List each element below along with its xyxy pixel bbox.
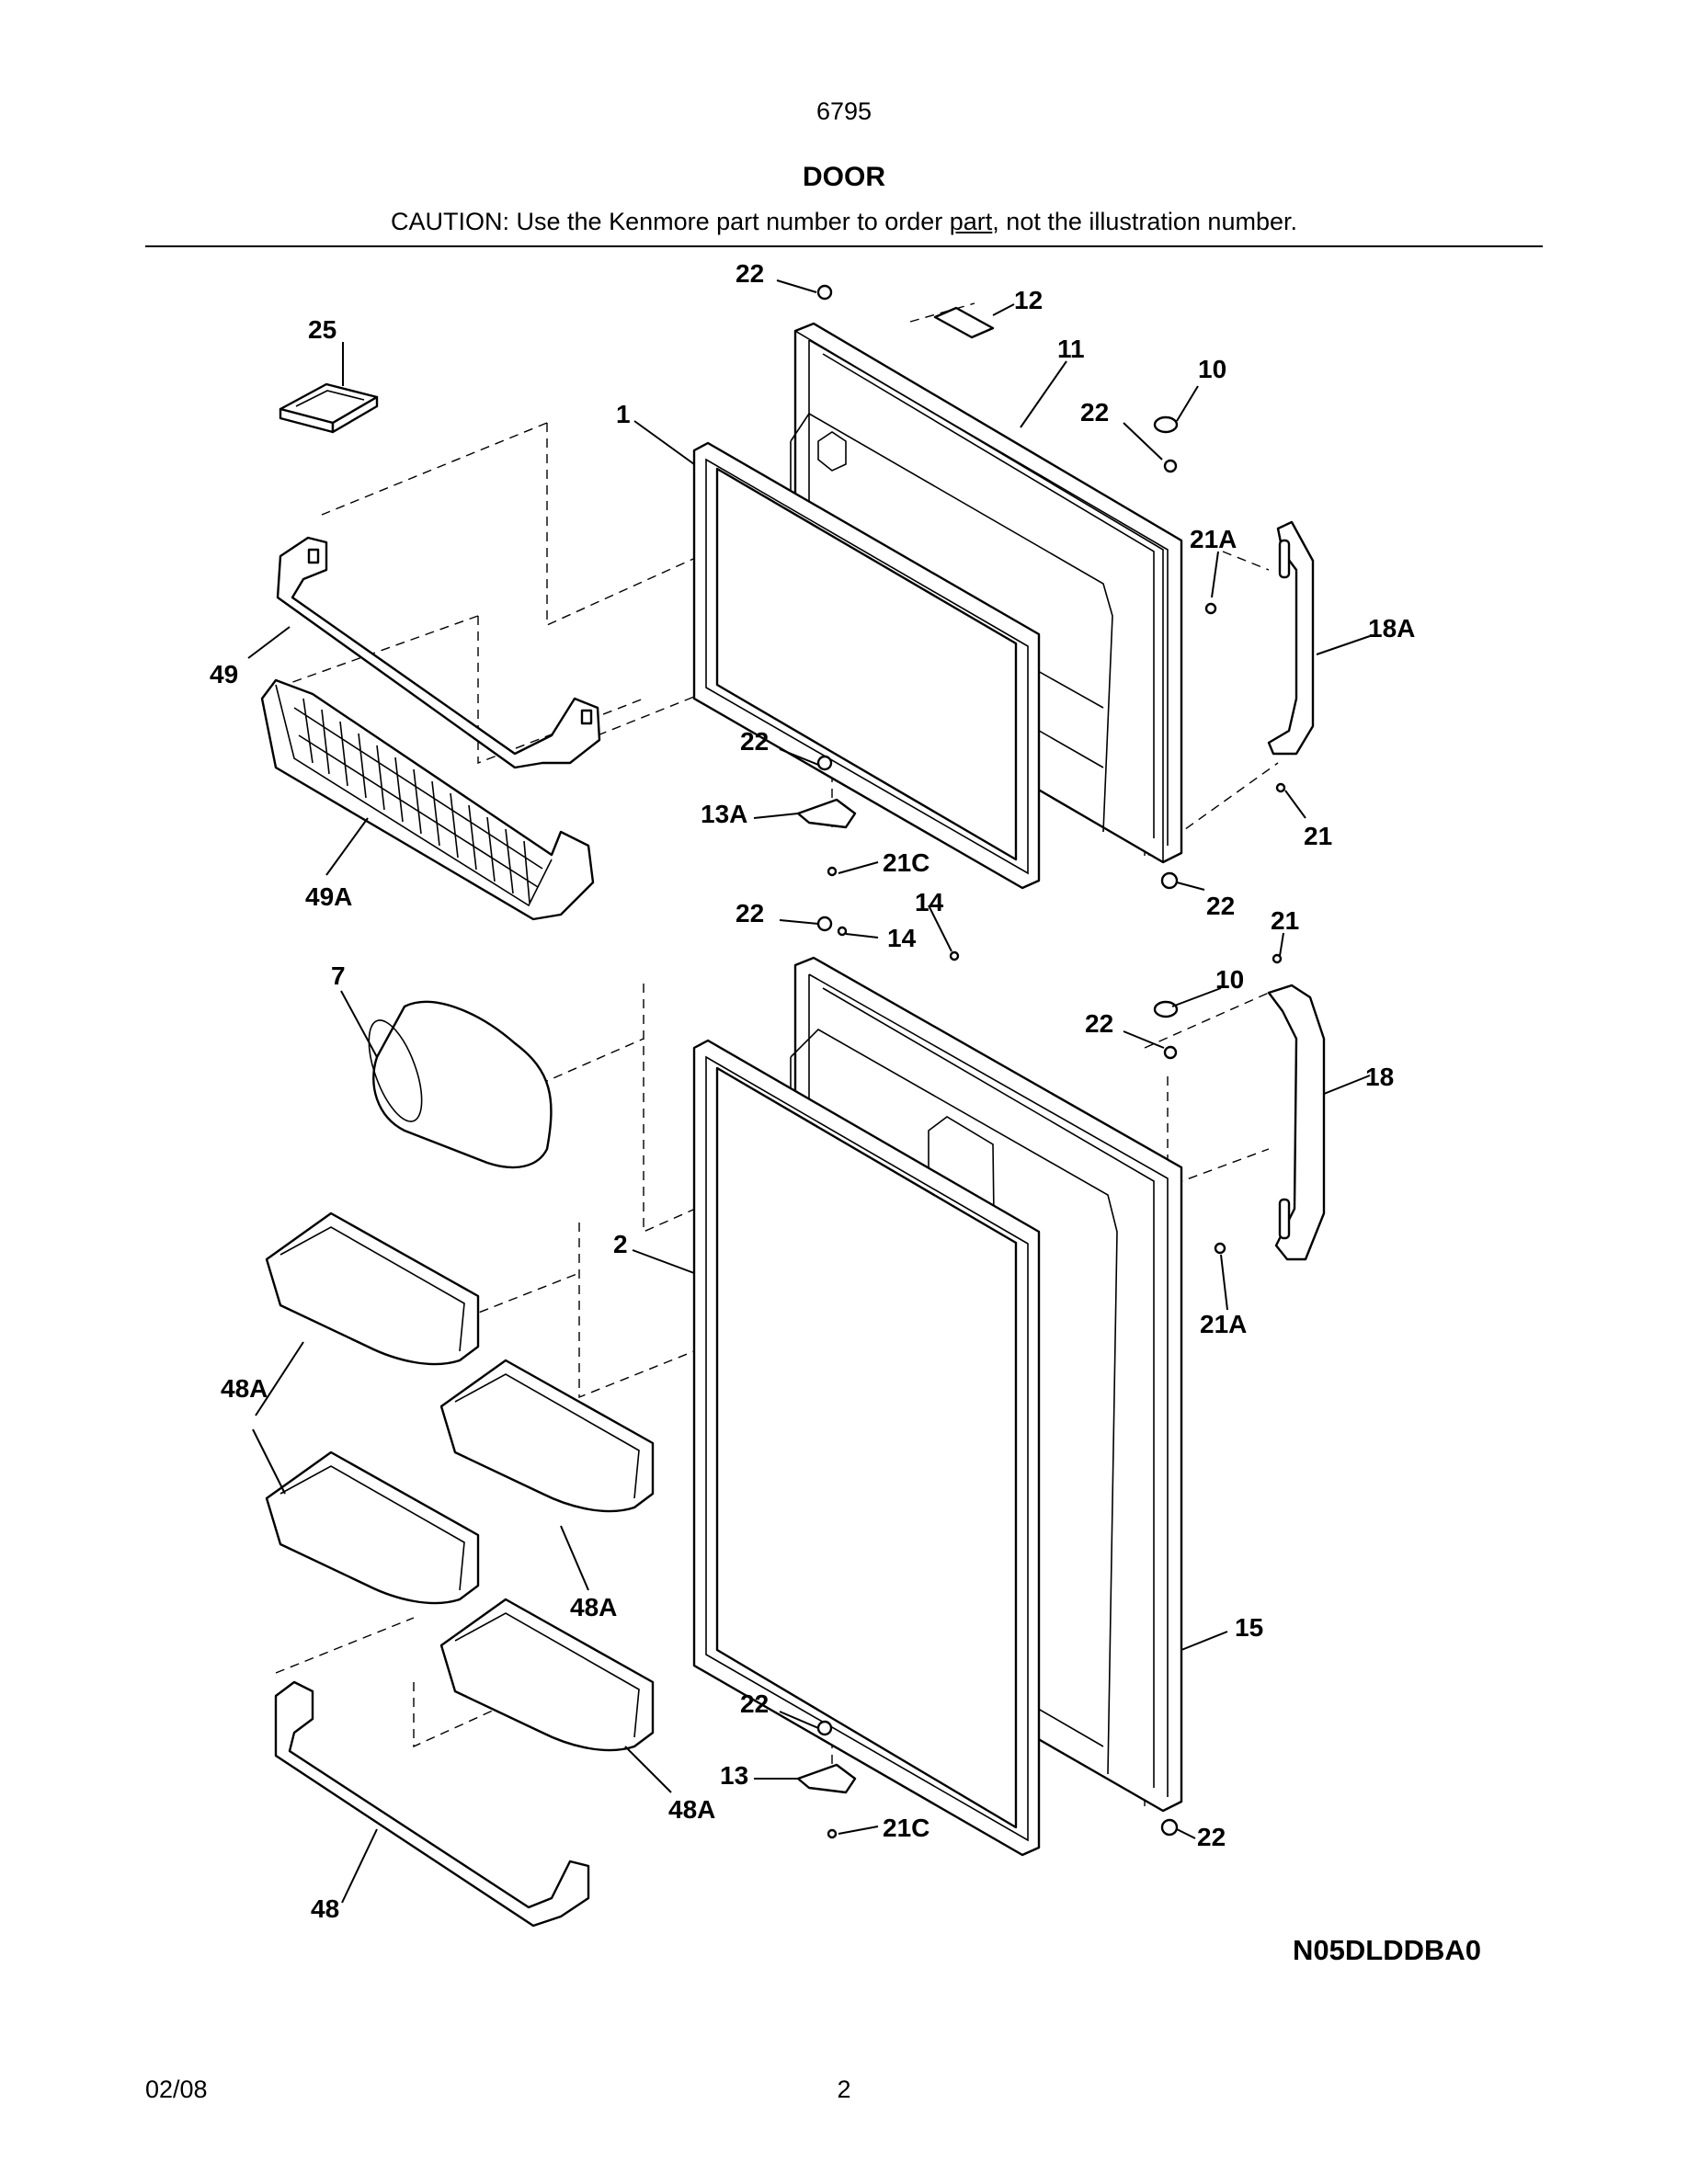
part-22-screw-lower-top (816, 916, 833, 932)
part-7-canister (368, 1000, 553, 1169)
part-21c-screw-lower (827, 1828, 838, 1839)
part-22-screw-top (816, 284, 833, 301)
part-10-plug-lower (1153, 1000, 1179, 1018)
part-25-tray (279, 382, 379, 434)
callout-22: 22 (1206, 892, 1236, 920)
callout-7: 7 (331, 961, 346, 990)
callout-48a: 48A (668, 1795, 716, 1824)
part-10-plug-upper (1153, 415, 1179, 434)
callout-49a: 49A (305, 882, 353, 911)
part-22-bushing-upper (1160, 871, 1179, 890)
callout-22: 22 (740, 1689, 770, 1718)
callout-14: 14 (887, 924, 917, 952)
page-title: DOOR (803, 162, 885, 192)
callout-22: 22 (736, 259, 765, 288)
callout-18: 18 (1365, 1063, 1395, 1091)
part-22-screw-lower-right (1163, 1045, 1178, 1060)
part-21a-pin-lower (1214, 1242, 1226, 1255)
callout-48a: 48A (221, 1374, 268, 1403)
part-13-hinge (796, 1763, 857, 1794)
callout-2: 2 (613, 1230, 628, 1258)
part-22-screw-upper-hinge (816, 755, 833, 771)
part-49a-basket (260, 678, 595, 921)
page-number: 2 (837, 2076, 851, 2103)
callout-21: 21 (1271, 906, 1300, 935)
part-2-lower-gasket (692, 1039, 1041, 1857)
caution-text-underlined: part (949, 208, 993, 235)
callout-10: 10 (1215, 965, 1245, 994)
diagram-code: N05DLDDBA0 (1293, 1934, 1481, 1966)
part-22-screw-upper-right (1163, 459, 1178, 473)
part-13a-hinge (796, 798, 857, 829)
part-14-screw-b (949, 950, 960, 961)
callout-1: 1 (616, 400, 631, 428)
callout-21a: 21A (1200, 1310, 1248, 1338)
callout-14: 14 (915, 888, 944, 916)
callout-15: 15 (1235, 1613, 1264, 1642)
callout-13: 13 (720, 1761, 749, 1790)
callout-48: 48 (311, 1894, 340, 1923)
part-22-bushing-lower (1160, 1818, 1179, 1837)
part-12-label (933, 306, 995, 339)
part-48a-bin-middle (439, 1359, 655, 1513)
callout-21c: 21C (883, 1814, 930, 1842)
basket-wires (302, 698, 530, 904)
caution-text-start: CAUTION: Use the Kenmore part number to … (391, 208, 950, 235)
callout-22: 22 (1080, 398, 1110, 427)
part-48a-bin-lower-right (439, 1598, 655, 1752)
part-18a-handle (1267, 520, 1315, 756)
callout-22: 22 (1197, 1823, 1226, 1851)
callout-22: 22 (1085, 1009, 1114, 1038)
part-14-screw-a (837, 926, 848, 937)
callout-10: 10 (1198, 355, 1227, 383)
callout-21c: 21C (883, 848, 930, 877)
callout-48a: 48A (570, 1593, 618, 1621)
callout-11: 11 (1057, 335, 1085, 363)
part-48-bin (274, 1680, 590, 1928)
part-21c-screw-upper (827, 866, 838, 877)
part-21a-pin-upper (1204, 602, 1217, 615)
callout-21a: 21A (1190, 525, 1237, 553)
part-1-upper-gasket (692, 441, 1041, 890)
callout-22: 22 (736, 899, 765, 927)
callout-22: 22 (740, 727, 770, 756)
callout-12: 12 (1014, 286, 1044, 314)
callout-18a: 18A (1368, 614, 1416, 643)
caution-text-end: , not the illustration number. (992, 208, 1297, 235)
header-divider (145, 245, 1543, 247)
part-48a-bin-lower-left (265, 1450, 480, 1605)
hinge-parts (796, 284, 1286, 1839)
part-21-screw-lower (1272, 953, 1283, 964)
part-18-handle (1267, 984, 1326, 1261)
callout-leaders (247, 279, 1371, 1904)
part-49-rail (276, 536, 601, 769)
part-22-screw-lower-hinge (816, 1720, 833, 1736)
part-48a-bin-upper-left (265, 1211, 480, 1366)
part-21-screw-upper (1275, 782, 1286, 793)
footer-date: 02/08 (145, 2076, 208, 2103)
callout-21: 21 (1304, 822, 1333, 850)
callout-25: 25 (308, 315, 337, 344)
callout-49: 49 (210, 660, 239, 688)
model-number: 6795 (815, 97, 873, 125)
caution-note: CAUTION: Use the Kenmore part number to … (0, 208, 1688, 236)
callout-13a: 13A (701, 800, 748, 828)
